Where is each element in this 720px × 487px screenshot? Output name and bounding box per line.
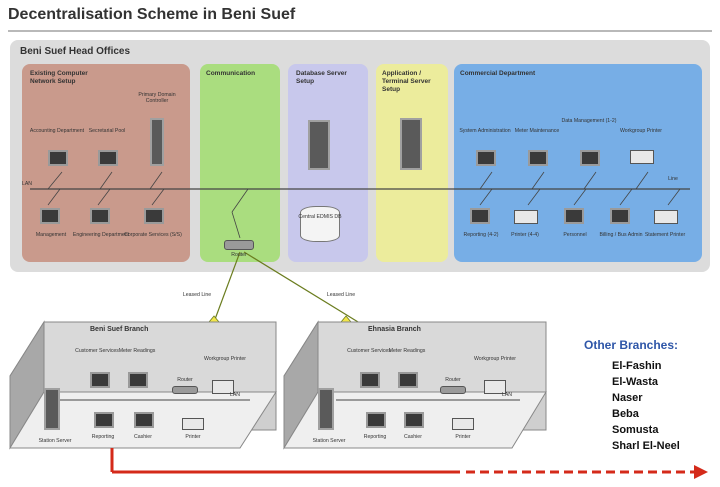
- leased-line-left-label: Leased Line: [182, 292, 212, 298]
- other-branch-item: Somusta: [612, 424, 659, 436]
- commercial-label: Commercial Department: [460, 70, 536, 77]
- corporate-monitor-icon: [144, 208, 164, 224]
- engineering-monitor-icon: [90, 208, 110, 224]
- branch-2-server-icon: [318, 388, 334, 430]
- meter-maintenance-monitor-icon: [528, 150, 548, 166]
- leased-line-left: [213, 251, 241, 323]
- reporting-monitor-icon: [470, 208, 490, 224]
- other-branch-item: Sharl El-Neel: [612, 440, 680, 452]
- reporting-label: Reporting (4-2): [463, 232, 499, 238]
- meter-maintenance-label: Meter Maintenance: [514, 128, 560, 134]
- printer-icon: [514, 210, 538, 224]
- other-branch-item: El-Fashin: [612, 360, 662, 372]
- secretarial-label: Secretarial Pool: [88, 128, 126, 134]
- branch-2-customer-monitor-icon: [360, 372, 380, 388]
- application-server-icon: [400, 118, 422, 170]
- branch-1-title: Beni Suef Branch: [90, 326, 149, 333]
- branch-2-cashier-monitor-icon: [404, 412, 424, 428]
- accounting-monitor-icon: [48, 150, 68, 166]
- branch-1-meter-monitor-icon: [128, 372, 148, 388]
- engineering-label: Engineering Department: [72, 232, 130, 238]
- workgroup-printer-icon: [630, 150, 654, 164]
- application-label: Application / Terminal Server Setup: [382, 70, 431, 93]
- billing-label: Billing / Bus Admin: [599, 232, 643, 238]
- title-divider: [8, 30, 712, 32]
- branch-2-printer-label: Printer: [455, 434, 471, 440]
- branch-2-lan-label: LAN: [501, 392, 513, 398]
- branch-1-workgroup-label: Workgroup Printer: [204, 356, 246, 362]
- other-branch-item: Naser: [612, 392, 643, 404]
- branch-2-meter-label: Meter Readings: [388, 348, 426, 354]
- branch-2-station-server-label: Station Server: [312, 438, 346, 444]
- secretarial-monitor-icon: [98, 150, 118, 166]
- lan-drops: [47, 171, 681, 239]
- branch-1-router-label: Router: [177, 377, 193, 383]
- existing-network-label: Existing Computer Network Setup: [30, 70, 88, 85]
- personnel-monitor-icon: [564, 208, 584, 224]
- statement-printer-label: Statement Printer: [644, 232, 686, 238]
- data-management-label: Data Management (1-2): [561, 118, 617, 124]
- branch-1-lan-label: LAN: [229, 392, 241, 398]
- domain-controller-server-icon: [150, 118, 164, 166]
- management-monitor-icon: [40, 208, 60, 224]
- communication-panel: [200, 64, 280, 262]
- expansion-arrow: [110, 448, 708, 479]
- system-admin-monitor-icon: [476, 150, 496, 166]
- database-server-icon: [308, 120, 330, 170]
- branch-1-cashier-monitor-icon: [134, 412, 154, 428]
- branch-2-customer-label: Customer Services: [347, 348, 391, 354]
- branch-1-reporting-label: Reporting: [91, 434, 115, 440]
- branch-1-cashier-label: Cashier: [134, 434, 152, 440]
- branch-1-reporting-monitor-icon: [94, 412, 114, 428]
- printer-label: Printer (4-4): [511, 232, 539, 238]
- lan-label-left: LAN: [21, 181, 33, 187]
- branch-1-printer-icon: [182, 418, 204, 430]
- router-icon: [224, 240, 254, 250]
- accounting-label: Accounting Department: [29, 128, 85, 134]
- branch-2-workgroup-printer-icon: [484, 380, 506, 394]
- branch-2-workgroup-label: Workgroup Printer: [474, 356, 516, 362]
- system-admin-label: System Administration: [459, 128, 511, 134]
- branch-1-customer-monitor-icon: [90, 372, 110, 388]
- branch-2-router-label: Router: [445, 377, 461, 383]
- branch-2-printer-icon: [452, 418, 474, 430]
- communication-label: Communication: [206, 70, 256, 77]
- management-label: Management: [35, 232, 67, 238]
- leased-line-right-label: Leased Line: [326, 292, 356, 298]
- statement-printer-icon: [654, 210, 678, 224]
- data-management-monitor-icon: [580, 150, 600, 166]
- branch-2-cashier-label: Cashier: [404, 434, 422, 440]
- corporate-label: Corporate Services (S/S): [124, 232, 182, 238]
- head-office-label: Beni Suef Head Offices: [20, 46, 131, 57]
- workgroup-printer-label: Workgroup Printer: [620, 128, 662, 134]
- central-db-label: Central EDMIS DB: [298, 214, 342, 220]
- personnel-label: Personnel: [563, 232, 587, 238]
- branch-2-meter-monitor-icon: [398, 372, 418, 388]
- database-cylinder-icon: [300, 206, 340, 242]
- other-branch-item: Beba: [612, 408, 639, 420]
- branch-1-workgroup-printer-icon: [212, 380, 234, 394]
- branch-1-station-server-label: Station Server: [38, 438, 72, 444]
- primary-domain-label: Primary Domain Controller: [138, 92, 176, 104]
- branch-2-reporting-label: Reporting: [363, 434, 387, 440]
- branch-1-router-icon: [172, 386, 198, 394]
- other-branches-title: Other Branches:: [584, 338, 679, 352]
- lan-label-right: Line: [668, 176, 678, 182]
- branch-2-title: Ehnasia Branch: [368, 326, 421, 333]
- branch-1-customer-label: Customer Services: [75, 348, 119, 354]
- billing-monitor-icon: [610, 208, 630, 224]
- branch-1-server-icon: [44, 388, 60, 430]
- branch-1-printer-label: Printer: [185, 434, 201, 440]
- page-title: Decentralisation Scheme in Beni Suef: [8, 6, 296, 23]
- database-label: Database Server Setup: [296, 70, 347, 85]
- router-label: Router: [231, 252, 247, 258]
- branch-1-meter-label: Meter Readings: [118, 348, 156, 354]
- other-branch-item: El-Wasta: [612, 376, 659, 388]
- branch-2-reporting-monitor-icon: [366, 412, 386, 428]
- branch-2-router-icon: [440, 386, 466, 394]
